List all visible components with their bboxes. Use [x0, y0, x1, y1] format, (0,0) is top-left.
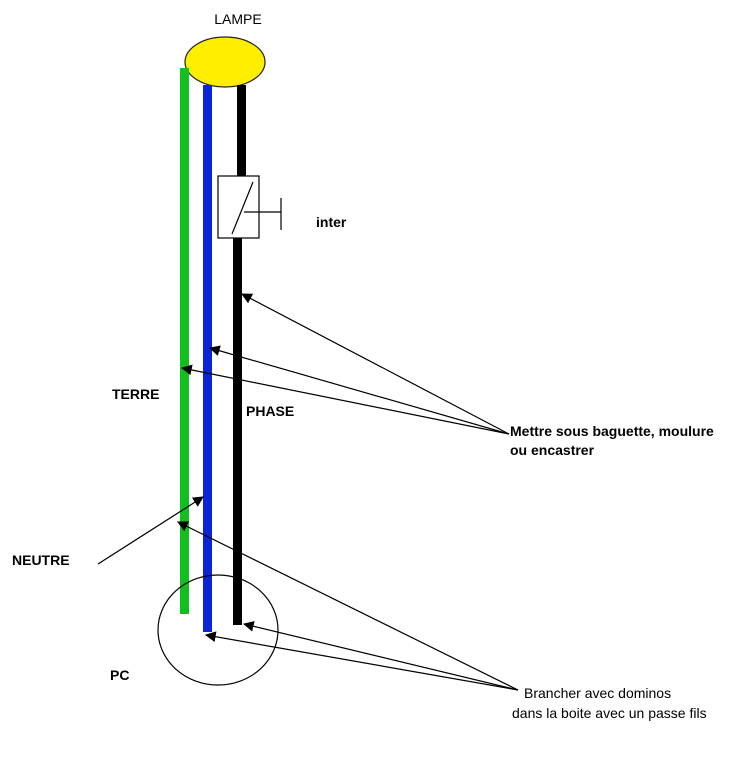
connect-note-line1: Brancher avec dominos	[524, 685, 671, 701]
switch-symbol	[217, 175, 282, 239]
phase-wire-upper	[237, 85, 246, 180]
arrow-to-neutral-end	[204, 631, 519, 691]
switch-label: inter	[316, 214, 347, 230]
conduit-note-line1: Mettre sous baguette, moulure	[510, 423, 714, 439]
lamp-symbol	[184, 36, 266, 88]
arrow-to-phase	[241, 293, 510, 435]
neutral-label: NEUTRE	[12, 552, 70, 568]
socket-box	[157, 574, 279, 686]
arrow-to-phase-end	[242, 621, 519, 691]
conduit-arrows	[180, 293, 510, 435]
neutral-arrow	[97, 496, 204, 565]
socket-label: PC	[110, 667, 129, 683]
arrow-to-neutral	[208, 345, 510, 435]
connect-arrows	[177, 521, 519, 691]
earth-wire	[180, 68, 189, 614]
arrow-to-earth	[180, 364, 510, 435]
conduit-note-line2: ou encastrer	[510, 442, 595, 458]
lamp-label: LAMPE	[214, 11, 261, 27]
phase-wire-lower	[233, 237, 242, 625]
earth-label: TERRE	[112, 386, 159, 402]
neutral-wire	[203, 85, 212, 632]
connect-note-line2: dans la boite avec un passe fils	[512, 705, 707, 721]
phase-label: PHASE	[246, 403, 294, 419]
arrow-to-earth-end	[177, 521, 519, 691]
